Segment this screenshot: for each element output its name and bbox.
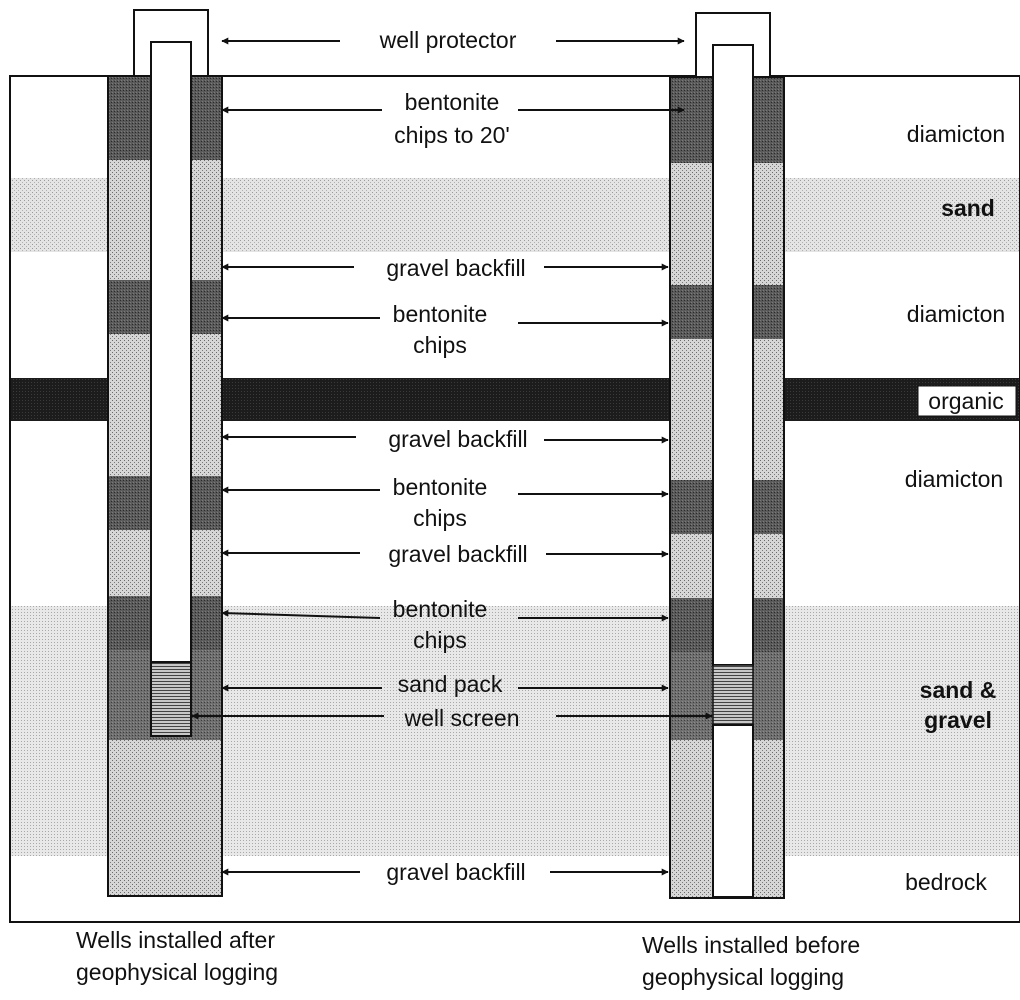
layer-label-sand-gravel: sand & gravel — [920, 677, 997, 733]
label-well-screen: well screen — [403, 705, 519, 731]
arrow-bentonite-left — [221, 609, 381, 619]
layer-label-sand: sand — [941, 195, 995, 221]
layer-label-diamicton: diamicton — [907, 121, 1005, 147]
well-captions: Wells installed after geophysical logging… — [76, 927, 860, 990]
well-after-logging — [107, 9, 223, 897]
label-bentonite-chips: bentonite chips — [393, 301, 488, 358]
caption-wells-after: Wells installed after geophysical logging — [76, 927, 278, 985]
well-before-logging — [669, 12, 785, 899]
layer-label-diamicton: diamicton — [907, 301, 1005, 327]
well-casing — [712, 44, 754, 666]
layer-label-bedrock: bedrock — [905, 869, 987, 895]
text-line: Wells installed after — [76, 927, 275, 953]
label-well-protector: well protector — [379, 27, 517, 53]
text-line: sand & — [920, 677, 997, 703]
text-line: gravel — [924, 707, 992, 733]
caption-wells-before: Wells installed before geophysical loggin… — [642, 932, 860, 990]
text-line: bentonite — [393, 474, 488, 500]
text-line: bentonite — [393, 301, 488, 327]
text-line: Wells installed before — [642, 932, 860, 958]
annulus-gravel — [108, 740, 222, 896]
text-line: bentonite — [393, 596, 488, 622]
label-gravel-backfill-bottom: gravel backfill — [386, 859, 525, 885]
text-line: chips to 20' — [394, 122, 510, 148]
label-bentonite-chips: bentonite chips — [393, 596, 488, 653]
text-line: chips — [413, 627, 467, 653]
label-gravel-backfill: gravel backfill — [386, 255, 525, 281]
well-casing-lower — [712, 724, 754, 898]
label-bentonite-top: bentonite chips to 20' — [394, 89, 510, 148]
label-bentonite-chips: bentonite chips — [393, 474, 488, 531]
organic-label-box — [917, 385, 1017, 417]
layer-label-diamicton: diamicton — [905, 466, 1003, 492]
label-sand-pack: sand pack — [398, 671, 503, 697]
section-border — [9, 75, 1020, 923]
label-gravel-backfill: gravel backfill — [388, 541, 527, 567]
text-line: geophysical logging — [642, 964, 844, 990]
text-line: chips — [413, 332, 467, 358]
callout-labels: well protector bentonite chips to 20' gra… — [379, 27, 528, 885]
well-screen — [712, 664, 754, 726]
text-line: bentonite — [405, 89, 500, 115]
label-gravel-backfill: gravel backfill — [388, 426, 527, 452]
text-line: chips — [413, 505, 467, 531]
well-casing — [150, 41, 192, 663]
layer-label-organic: organic — [928, 388, 1003, 414]
layer-labels: diamicton sand diamicton organic diamict… — [905, 121, 1005, 895]
well-screen — [150, 661, 192, 737]
callout-arrows — [191, 37, 713, 876]
text-line: geophysical logging — [76, 959, 278, 985]
